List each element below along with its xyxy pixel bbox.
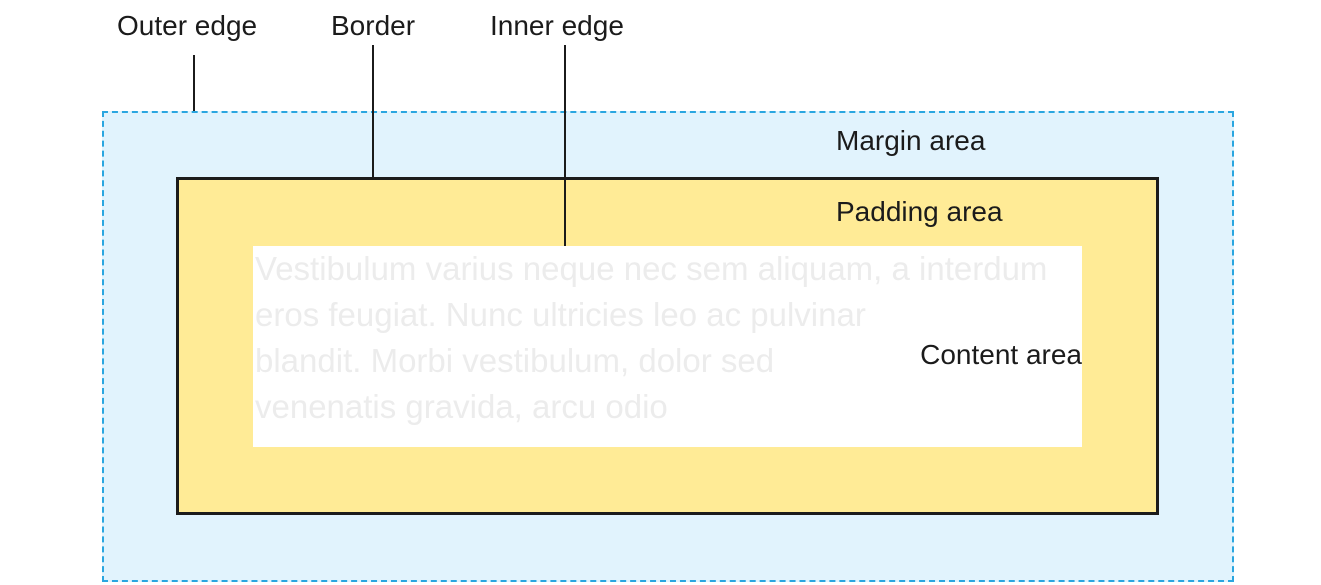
content-area-label: Content area (920, 339, 1082, 370)
border-label: Border (331, 10, 416, 41)
padding-area-label: Padding area (836, 196, 1003, 227)
float-spacer (1081, 246, 1082, 332)
content-text: Vestibulum varius neque nec sem aliquam,… (255, 250, 1048, 425)
inner-edge-pointer (564, 45, 566, 246)
margin-area-label: Margin area (836, 125, 986, 156)
border-pointer (372, 45, 374, 178)
outer-edge-label: Outer edge (117, 10, 258, 41)
outer-edge-pointer (193, 55, 195, 111)
inner-edge-label: Inner edge (490, 10, 624, 41)
